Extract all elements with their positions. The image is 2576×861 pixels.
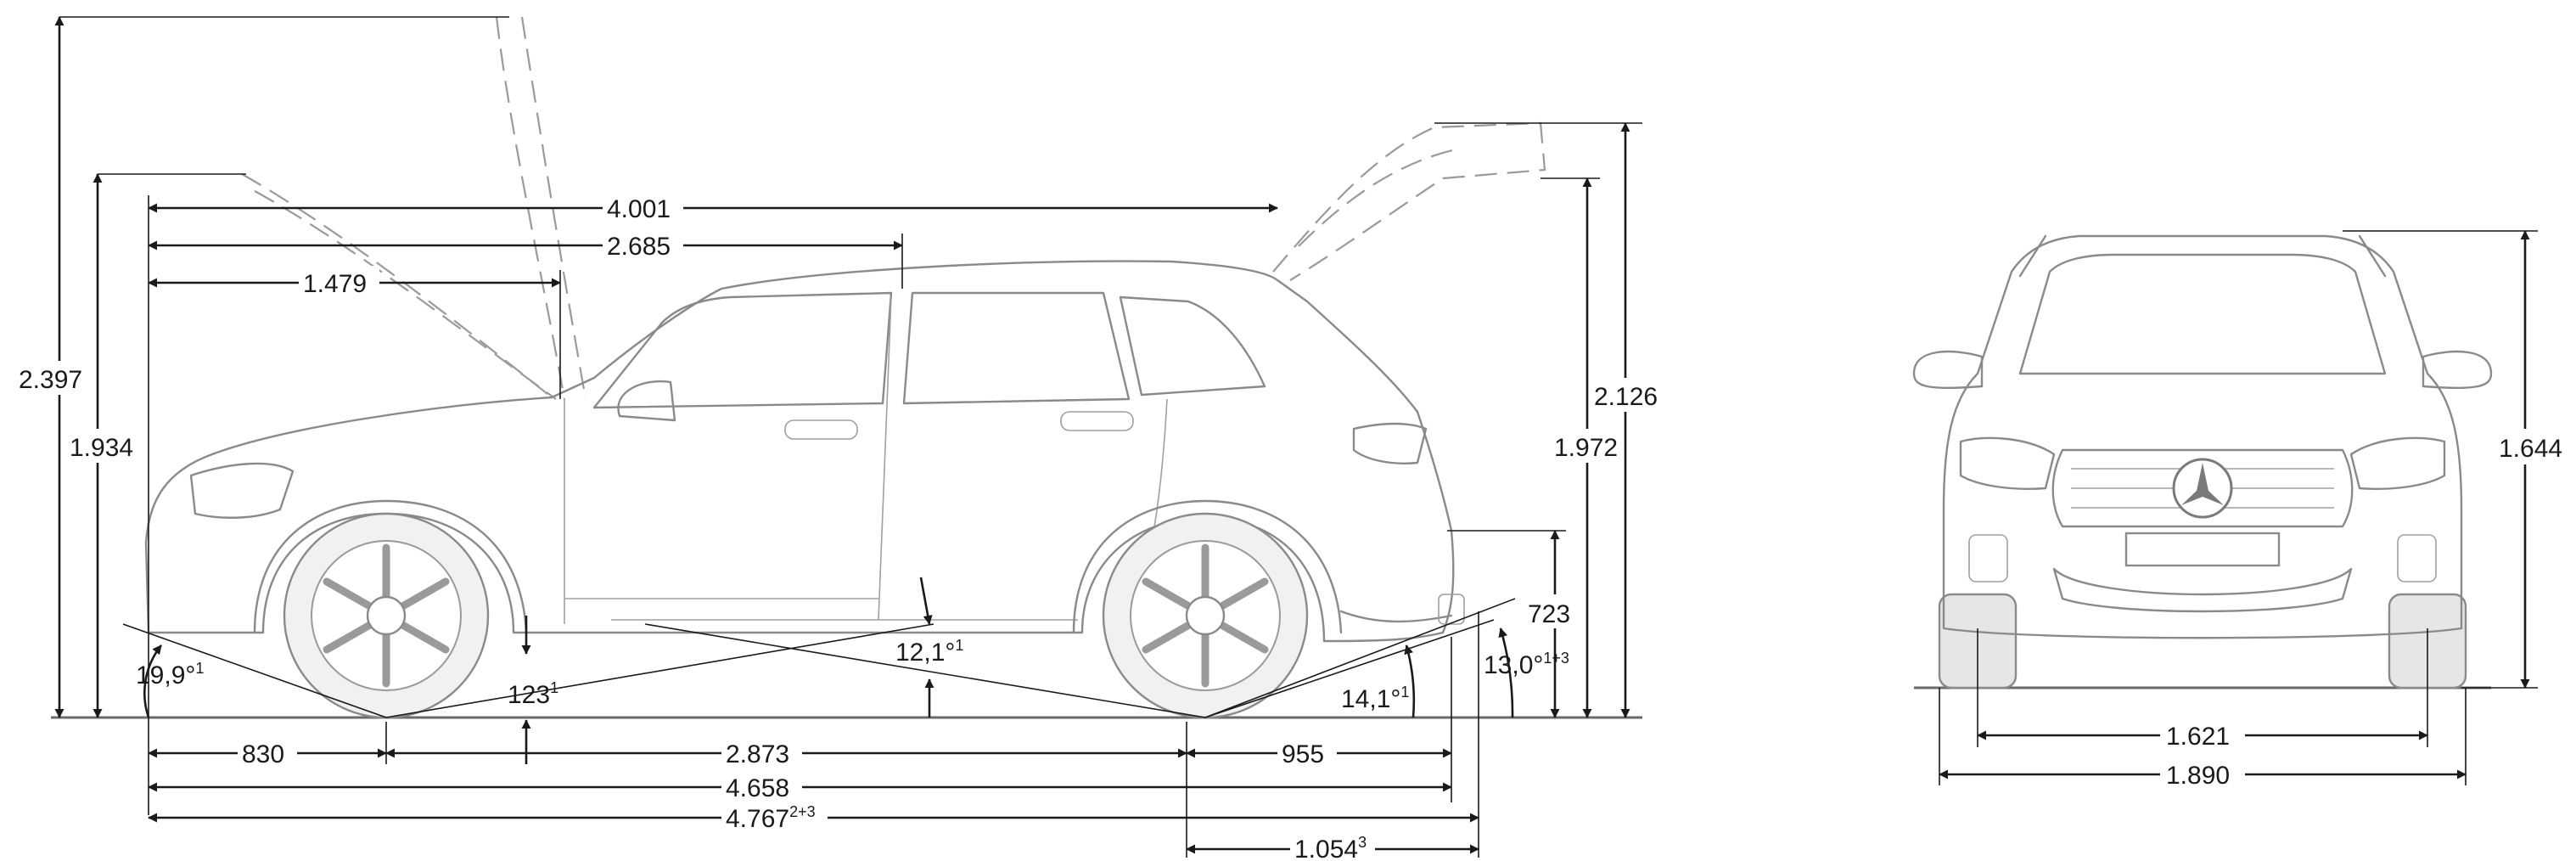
dim-length-1479: 1.479	[148, 266, 561, 399]
label-length-4001: 4.001	[607, 195, 671, 223]
dim-height-open-bonnet: 2.397	[17, 16, 509, 718]
right-mirror	[2422, 350, 2493, 390]
dim-length: 4.658	[148, 771, 1452, 803]
dim-approach-angle: 19,9°1	[136, 644, 204, 718]
label-height-tailgate-edge: 1.972	[1554, 434, 1618, 462]
dim-ramp-angle: 12,1°1	[895, 577, 963, 718]
dim-front-overhang: 830	[148, 737, 387, 769]
dim-towbar-overhang: 1.0543	[1186, 832, 1479, 861]
license-plate	[2124, 532, 2281, 567]
label-towbar-overhang: 1.0543	[1294, 834, 1367, 861]
label-length-2685: 2.685	[607, 233, 671, 261]
left-mirror	[1912, 350, 1984, 390]
headlight	[189, 462, 295, 519]
rear-window	[902, 291, 1131, 405]
side-view-car	[51, 16, 1642, 719]
grille	[2051, 448, 2354, 528]
dim-height-total: 1.934	[66, 173, 246, 718]
angle-lines	[122, 598, 1516, 718]
right-headlight	[2349, 436, 2446, 490]
front-window	[592, 291, 893, 409]
car-body-outline	[144, 260, 1455, 643]
front-body-outline	[1942, 234, 2463, 639]
dim-loading-height: 723	[1447, 530, 1580, 718]
front-view-car	[1912, 234, 2493, 689]
label-front-height: 1.644	[2499, 435, 2562, 463]
dim-length-towbar: 4.7672+3	[148, 800, 1479, 833]
label-length-towbar: 4.7672+3	[726, 803, 816, 833]
dim-length-2685: 2.685	[148, 228, 903, 289]
label-wheelbase: 2.873	[726, 740, 789, 768]
dim-height-tailgate-edge: 1.972	[1541, 177, 1618, 718]
label-front-width: 1.890	[2166, 762, 2230, 790]
side-mirror	[617, 380, 676, 422]
dim-front-width: 1.890	[1939, 688, 2467, 790]
dim-rear-overhang: 955	[1186, 737, 1452, 769]
dim-departure-angle: 14,1°1	[1341, 644, 1416, 718]
rear-wheel	[1102, 512, 1309, 719]
label-rear-overhang: 955	[1282, 740, 1324, 768]
label-front-overhang: 830	[242, 740, 284, 768]
quarter-window	[1119, 295, 1266, 397]
taillight	[1352, 422, 1428, 464]
label-height-open-bonnet: 2.397	[19, 366, 82, 394]
label-ramp-angle: 12,1°1	[895, 637, 963, 667]
dim-length-4001: 4.001	[148, 191, 1278, 815]
dim-ground-clearance: 1231	[508, 616, 558, 764]
label-loading-height: 723	[1528, 600, 1570, 628]
dim-departure-angle-towbar: 13,0°1+3	[1484, 627, 1569, 718]
label-length: 4.658	[726, 774, 789, 802]
left-headlight	[1959, 436, 2056, 490]
label-ground-clearance: 1231	[508, 679, 558, 709]
dim-front-height: 1.644	[2343, 230, 2562, 689]
label-front-track: 1.621	[2166, 723, 2230, 751]
label-height-open-tailgate: 2.126	[1594, 383, 1658, 411]
windshield	[2018, 253, 2387, 375]
dim-wheelbase: 2.873	[385, 737, 1187, 769]
label-length-1479: 1.479	[303, 270, 367, 298]
dim-front-track: 1.621	[1977, 628, 2428, 751]
label-departure-angle-towbar: 13,0°1+3	[1484, 650, 1569, 679]
lower-intake	[2052, 567, 2353, 613]
dim-height-open-tailgate: 2.126	[1434, 122, 1658, 718]
label-departure-angle: 14,1°1	[1341, 684, 1409, 713]
open-tailgate-outline	[1272, 121, 1546, 281]
front-wheel	[283, 512, 490, 719]
open-bonnet-outline	[495, 16, 566, 400]
label-height-total: 1.934	[70, 434, 133, 462]
label-approach-angle: 19,9°1	[136, 660, 204, 689]
